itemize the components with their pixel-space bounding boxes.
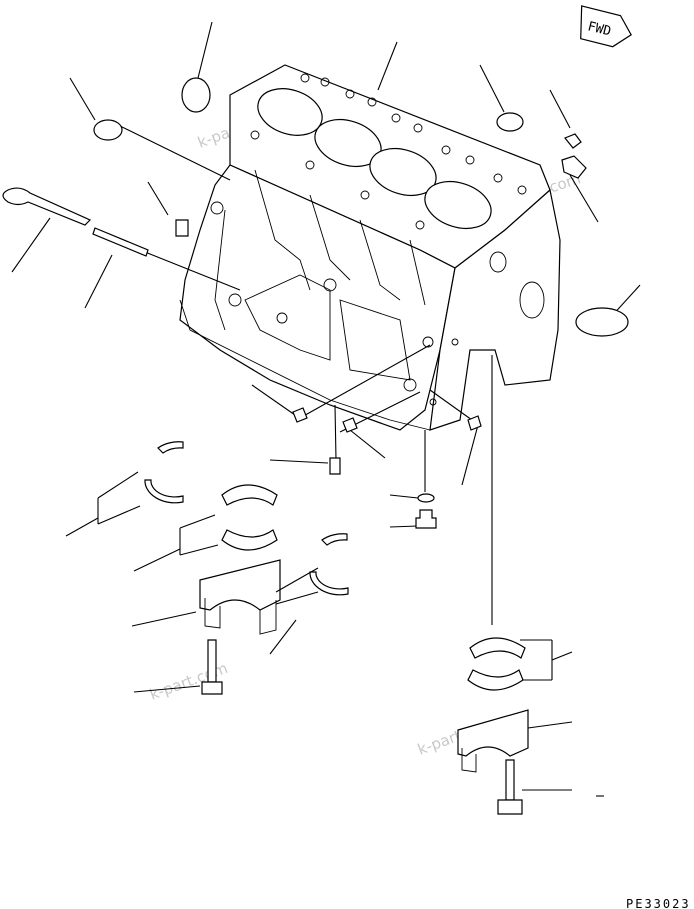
dipstick xyxy=(2,187,149,257)
main-bearing-cap xyxy=(131,559,281,635)
watermark: k-part.com xyxy=(147,659,230,704)
fwd-label: FWD xyxy=(586,19,613,39)
cylinder-block xyxy=(179,64,561,431)
drawing-code: PE33023 xyxy=(626,897,691,909)
fwd-arrow-badge: FWD xyxy=(580,5,632,48)
thrust-washers-middle xyxy=(269,533,349,655)
rear-bearing-group xyxy=(457,637,604,815)
expansion-plugs xyxy=(93,77,629,337)
thrust-washers xyxy=(65,441,184,537)
main-bearing-shells xyxy=(133,484,278,572)
block-bolts xyxy=(292,407,482,529)
main-cap-bolt xyxy=(133,639,223,695)
